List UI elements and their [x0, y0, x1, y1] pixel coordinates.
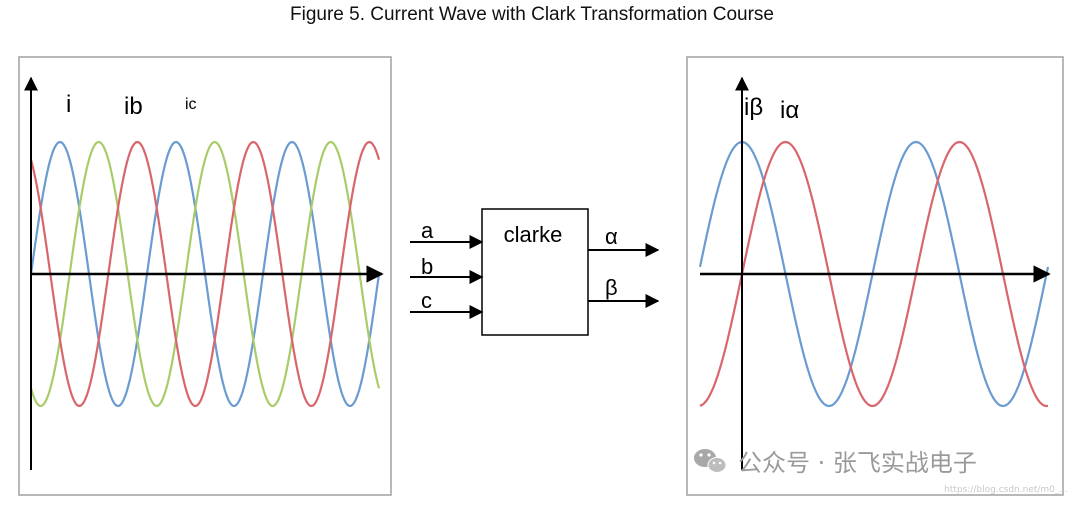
label-ib: ib [124, 93, 143, 120]
label-i: i [66, 91, 71, 118]
output-beta-label: β [605, 275, 618, 300]
label-i-alpha: iα [780, 97, 799, 124]
left-panel: i ib ic [18, 56, 392, 496]
input-a-label: a [421, 218, 434, 243]
right-panel: iβ iα [686, 56, 1064, 496]
wave-left-red [29, 140, 381, 408]
output-alpha-label: α [605, 224, 618, 249]
clarke-block-diagram: clarke a b c α β [410, 208, 660, 336]
right-panel-frame [686, 56, 1064, 496]
watermark-text: 公众号 · 张飞实战电子 [738, 449, 977, 477]
label-i-beta: iβ [744, 94, 763, 121]
wave-right-blue [698, 140, 1050, 408]
figure-title: Figure 5. Current Wave with Clark Transf… [290, 4, 774, 25]
input-c-label: c [421, 288, 432, 313]
clarke-block-label: clarke [504, 222, 563, 247]
wave-right-red [699, 140, 1049, 408]
label-ic: ic [185, 96, 197, 113]
input-b-label: b [421, 254, 433, 279]
watermark-url: https://blog.csdn.net/m0_... [944, 485, 1068, 495]
watermark: 公众号 · 张飞实战电子 https://blog.csdn.net/m0_..… [694, 449, 1068, 495]
wechat-icon [694, 449, 727, 473]
wave-left-green [29, 140, 381, 408]
right-waves [698, 140, 1050, 408]
